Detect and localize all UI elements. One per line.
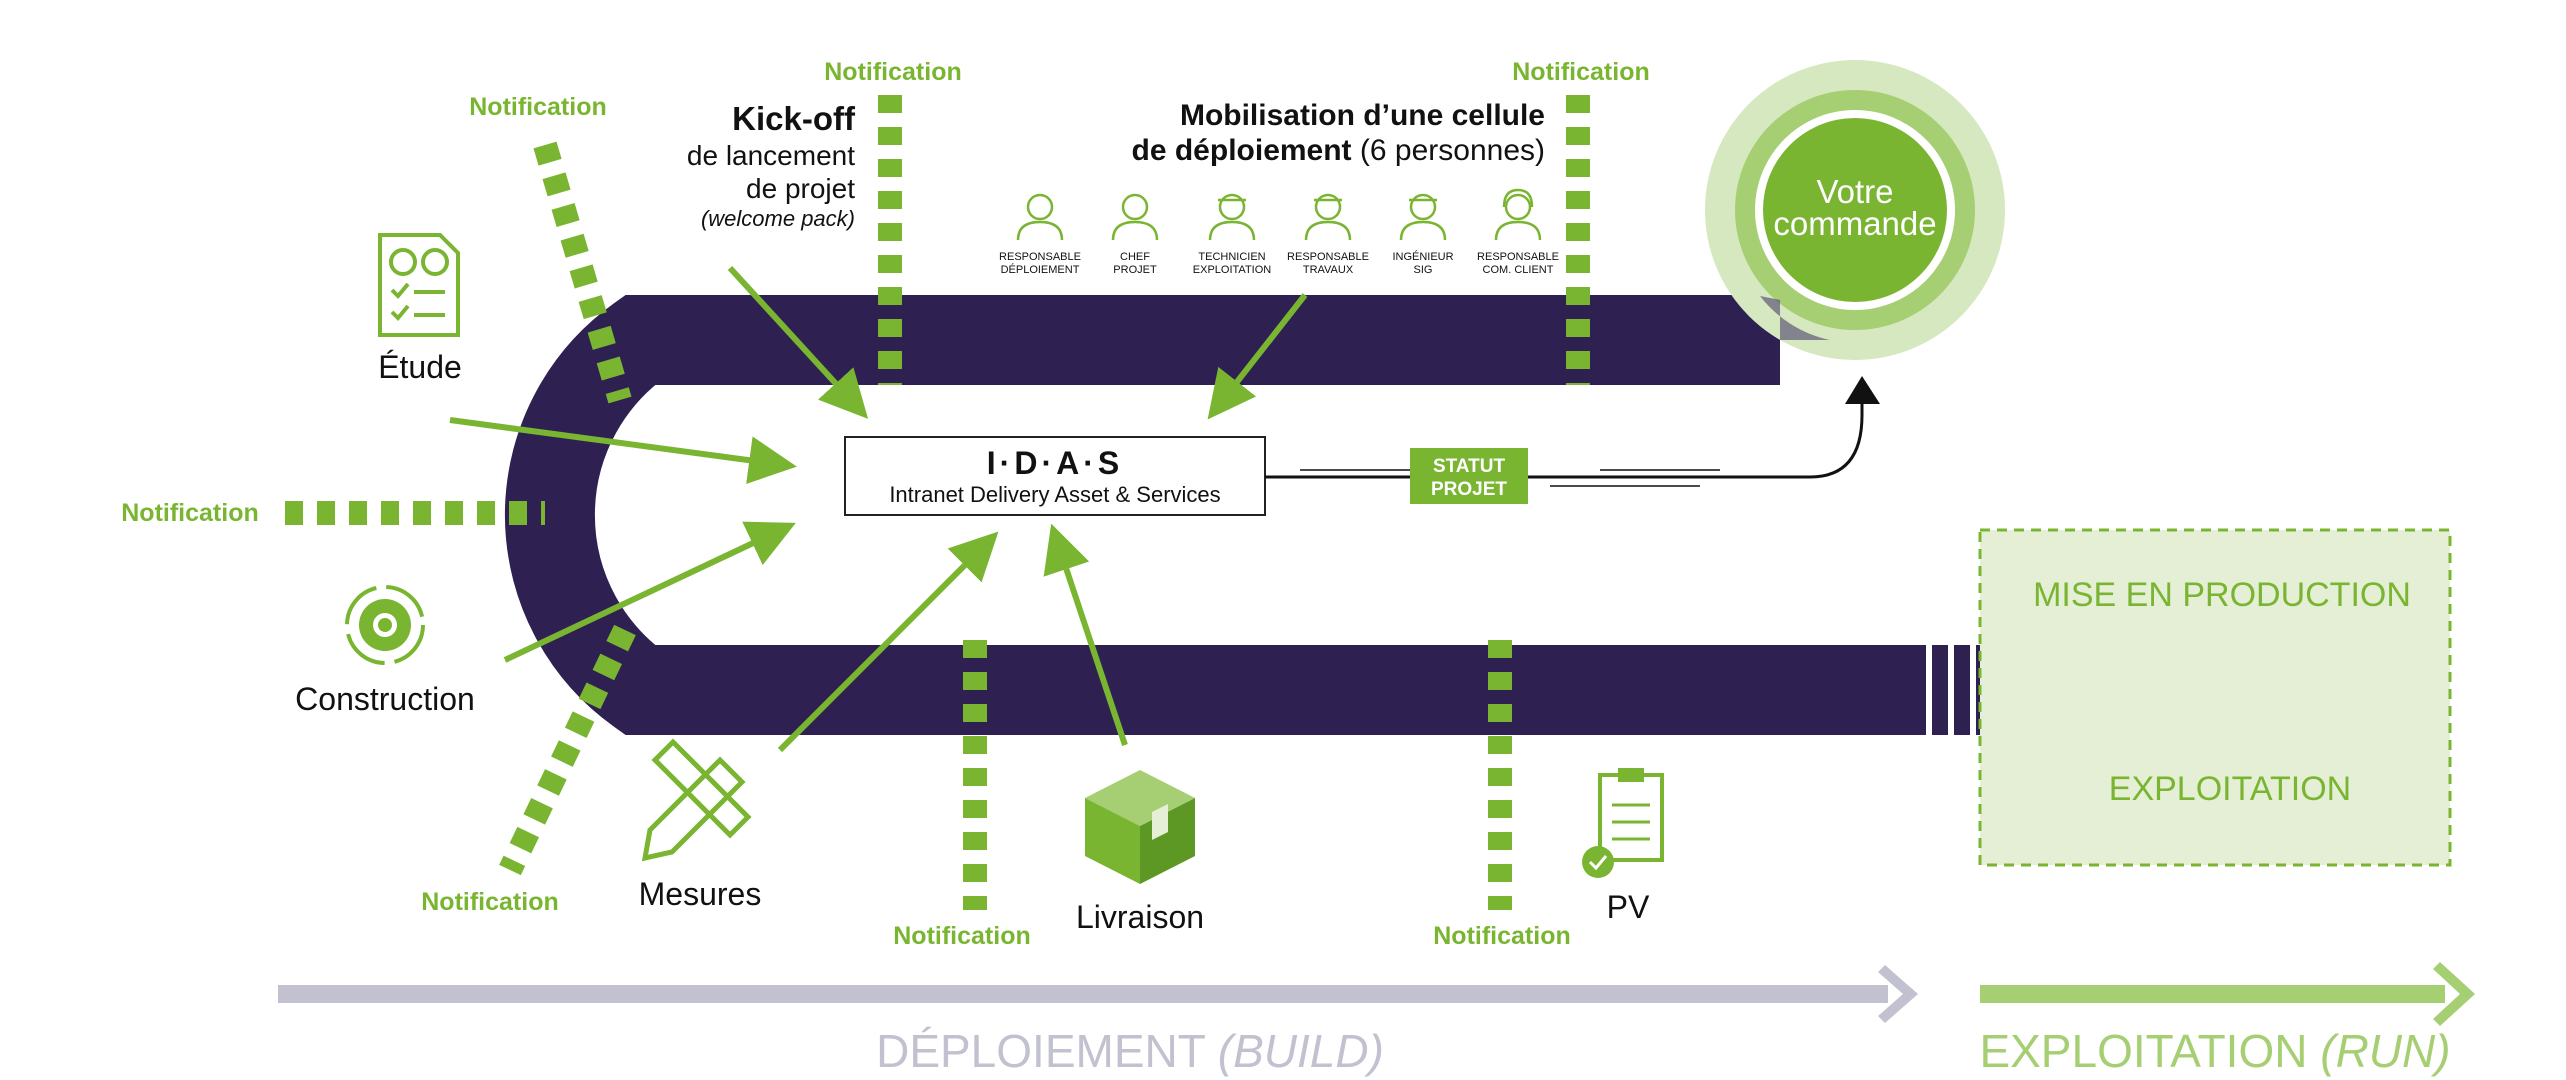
kickoff-line3: (welcome pack)	[701, 206, 855, 231]
mobilisation-line1: Mobilisation d’une cellule	[1180, 99, 1545, 132]
run-phase-main: EXPLOITATION	[1979, 1025, 2320, 1077]
build-phase-main: DÉPLOIEMENT	[876, 1025, 1218, 1077]
idas-title: I·D·A·S	[987, 445, 1123, 481]
notification-label: Notification	[421, 888, 559, 916]
role-technicien-exploitation: TECHNICIEN EXPLOITATION	[1193, 193, 1271, 276]
ruler-pencil-icon	[641, 738, 752, 862]
role-line2: TRAVAUX	[1303, 264, 1354, 276]
run-phase-label: EXPLOITATION (RUN)	[1979, 1025, 2450, 1077]
role-line1: CHEF	[1120, 251, 1150, 263]
commande-line2: commande	[1773, 205, 1936, 242]
role-responsable-travaux: RESPONSABLE TRAVAUX	[1287, 193, 1369, 276]
role-line2: COM. CLIENT	[1483, 264, 1554, 276]
arrow-construction-to-idas	[503, 521, 796, 663]
etude-step: Étude	[378, 233, 462, 385]
commande-line1: Votre	[1816, 173, 1893, 210]
notification-label: Notification	[824, 58, 962, 86]
run-box: MISE EN PRODUCTION EXPLOITATION	[1978, 528, 2452, 867]
person-icon	[1016, 193, 1064, 241]
notification-label: Notification	[1433, 922, 1571, 950]
statut-line2: PROJET	[1431, 479, 1507, 500]
mesures-step: Mesures	[639, 738, 762, 912]
idas-box: I·D·A·S Intranet Delivery Asset & Servic…	[844, 436, 1266, 516]
notification-label: Notification	[1512, 58, 1650, 86]
document-chart-icon	[378, 233, 460, 337]
livraison-label: Livraison	[1076, 899, 1204, 935]
construction-step: Construction	[295, 585, 475, 717]
build-phase-label: DÉPLOIEMENT (BUILD)	[876, 1025, 1384, 1077]
kickoff-line2: de projet	[746, 173, 855, 204]
mobilisation-line2: de déploiement (6 personnes)	[1132, 134, 1545, 167]
role-line2: EXPLOITATION	[1193, 264, 1271, 276]
worker-icon	[1399, 193, 1447, 241]
statut-line1: STATUT	[1433, 456, 1506, 477]
pv-step: PV	[1582, 768, 1664, 925]
headset-person-icon	[1494, 188, 1542, 241]
statut-connector	[1265, 395, 1864, 487]
arrow-livraison-to-idas	[1043, 523, 1128, 746]
mesures-label: Mesures	[639, 876, 762, 912]
kickoff-title: Kick-off	[732, 100, 856, 137]
role-line1: RESPONSABLE	[1287, 251, 1369, 263]
arrow-mesures-to-idas	[777, 531, 999, 753]
notification-marker-top-left	[533, 141, 632, 404]
role-line2: PROJET	[1113, 264, 1157, 276]
pv-label: PV	[1607, 889, 1650, 925]
role-responsable-deploiement: RESPONSABLE DÉPLOIEMENT	[999, 193, 1081, 276]
arrow-kickoff-to-idas	[727, 265, 869, 419]
role-line1: RESPONSABLE	[999, 251, 1081, 263]
mobilisation-line2-bold: de déploiement	[1132, 134, 1352, 167]
package-icon	[1085, 770, 1195, 884]
arrow-etude-to-idas	[449, 417, 797, 484]
role-line1: TECHNICIEN	[1198, 251, 1265, 263]
kickoff-line1: de lancement	[687, 140, 855, 171]
mobilisation-line2-rest: (6 personnes)	[1352, 134, 1545, 167]
build-phase-arrow	[278, 965, 1918, 1023]
role-line2: DÉPLOIEMENT	[1001, 263, 1080, 276]
run-phase-sub: (RUN)	[2320, 1025, 2450, 1077]
role-line1: RESPONSABLE	[1477, 251, 1559, 263]
construction-label: Construction	[295, 681, 475, 717]
worker-icon	[1208, 193, 1256, 241]
roles-group: RESPONSABLE DÉPLOIEMENT CHEF PROJET TECH…	[999, 188, 1559, 276]
gear-cycle-icon	[345, 585, 425, 665]
statut-badge: STATUT PROJET	[1410, 448, 1528, 504]
etude-label: Étude	[378, 349, 462, 385]
clipboard-check-icon	[1582, 768, 1664, 878]
arrow-up-icon	[1845, 376, 1880, 404]
build-phase-sub: (BUILD)	[1218, 1025, 1384, 1077]
notification-label: Notification	[121, 499, 259, 527]
role-ingenieur-sig: INGÉNIEUR SIG	[1392, 193, 1454, 276]
idas-subtitle: Intranet Delivery Asset & Services	[889, 482, 1220, 507]
notification-label: Notification	[469, 93, 607, 121]
run-phase-arrow	[1980, 962, 2475, 1026]
person-icon	[1111, 193, 1159, 241]
role-chef-projet: CHEF PROJET	[1111, 193, 1159, 276]
role-responsable-com-client: RESPONSABLE COM. CLIENT	[1477, 188, 1559, 276]
commande-badge: Votre commande	[1705, 60, 2005, 360]
livraison-step: Livraison	[1076, 770, 1204, 935]
notification-marker-bottom-left	[499, 624, 636, 876]
worker-icon	[1304, 193, 1352, 241]
role-line2: SIG	[1414, 264, 1433, 276]
notification-label: Notification	[893, 922, 1031, 950]
run-box-top: MISE EN PRODUCTION	[2033, 576, 2411, 614]
arrow-mobilisation-to-idas	[1207, 293, 1308, 420]
run-box-bottom: EXPLOITATION	[2109, 770, 2351, 808]
role-line1: INGÉNIEUR	[1392, 250, 1453, 263]
